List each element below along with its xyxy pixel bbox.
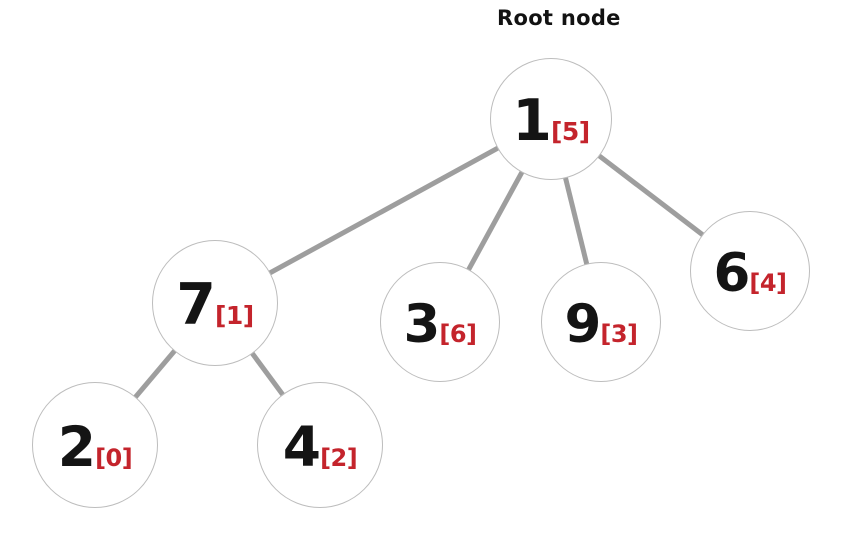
node-array-index: [4] — [749, 268, 787, 297]
tree-node-6[interactable]: 6[4] — [690, 211, 810, 331]
tree-node-4[interactable]: 4[2] — [257, 382, 383, 508]
node-value: 9 — [564, 293, 601, 355]
node-array-index: [0] — [95, 444, 133, 472]
node-value: 1 — [512, 88, 552, 154]
node-content: 6[4] — [713, 242, 787, 304]
tree-edge — [596, 152, 706, 238]
node-array-index: [5] — [550, 117, 590, 146]
node-content: 2[0] — [57, 415, 133, 479]
node-value: 2 — [57, 415, 96, 479]
node-array-index: [2] — [320, 444, 358, 472]
node-array-index: [3] — [600, 319, 638, 348]
node-value: 7 — [176, 272, 216, 338]
tree-node-9[interactable]: 9[3] — [541, 262, 661, 382]
node-value: 4 — [282, 415, 321, 479]
tree-edge — [249, 350, 286, 398]
tree-edge — [267, 145, 501, 276]
node-array-index: [6] — [439, 319, 477, 348]
tree-node-3[interactable]: 3[6] — [380, 262, 500, 382]
node-value: 3 — [403, 293, 440, 355]
node-content: 9[3] — [564, 293, 638, 355]
tree-edge — [132, 347, 178, 401]
tree-node-7[interactable]: 7[1] — [152, 240, 278, 366]
node-content: 1[5] — [512, 88, 590, 154]
node-content: 4[2] — [282, 415, 358, 479]
tree-node-1[interactable]: 1[5] — [490, 58, 612, 180]
node-value: 6 — [713, 242, 750, 304]
node-array-index: [1] — [214, 301, 254, 330]
tree-edge — [465, 169, 525, 273]
tree-node-2[interactable]: 2[0] — [32, 382, 158, 508]
node-content: 7[1] — [176, 272, 254, 338]
root-node-label: Root node — [497, 6, 621, 30]
tree-edge — [562, 175, 590, 267]
node-content: 3[6] — [403, 293, 477, 355]
